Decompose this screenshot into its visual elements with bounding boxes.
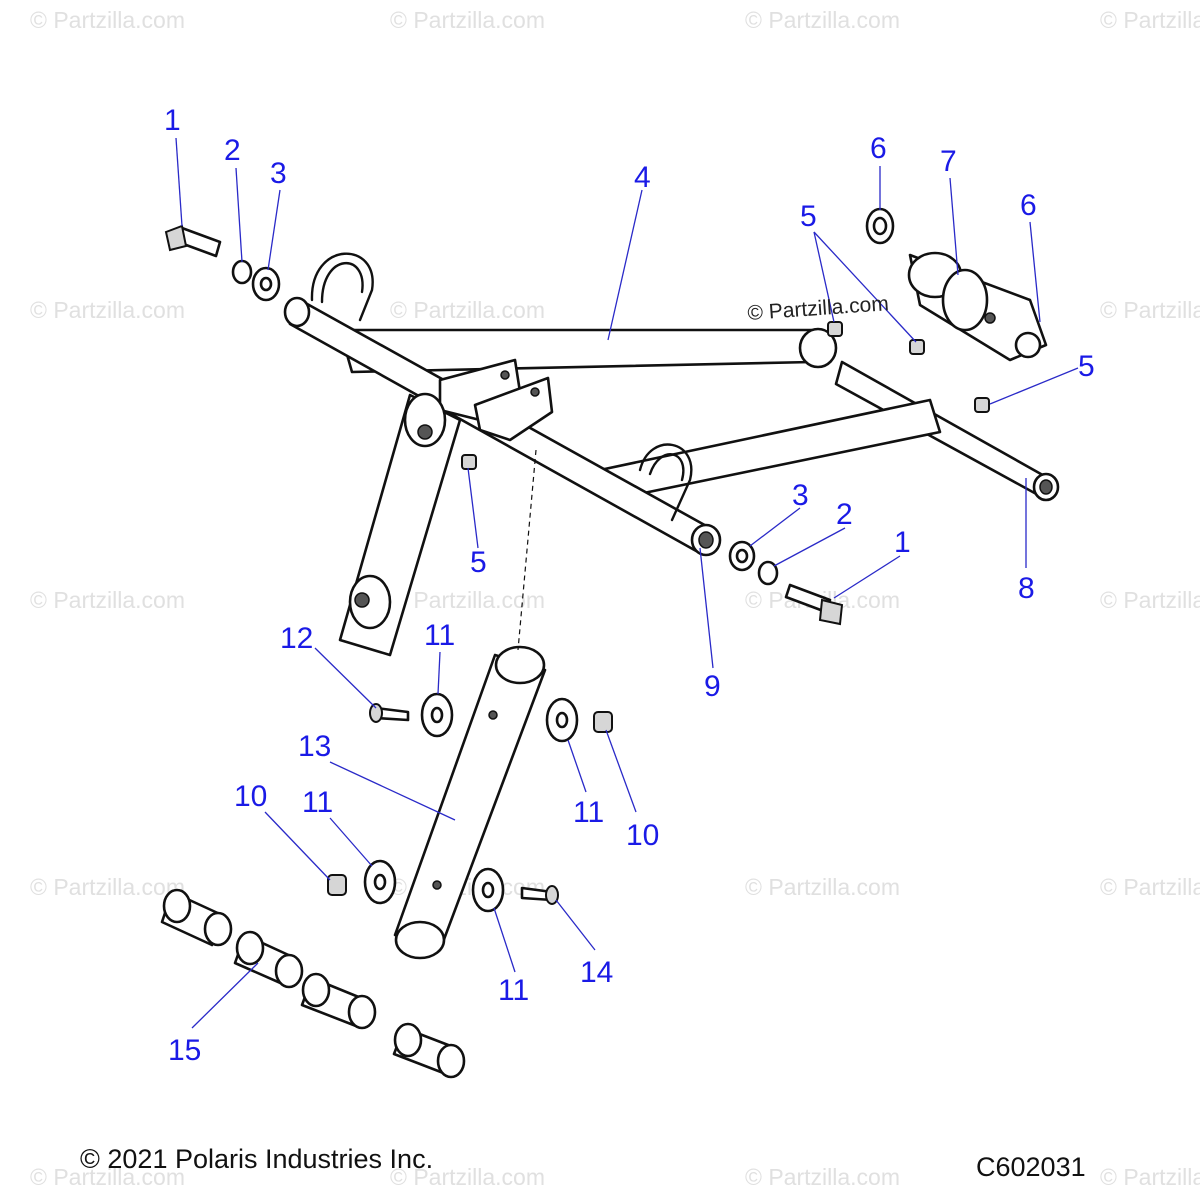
- sleeve-bushing: [160, 888, 233, 947]
- bushing-washer: [471, 867, 505, 913]
- watermark: © Partzilla.com: [390, 1164, 545, 1190]
- watermark: © Partzilla.com: [745, 7, 900, 33]
- watermark: © Partzilla.com: [1100, 874, 1200, 900]
- callout-2: 2: [836, 498, 853, 531]
- lock-washer-lower-right: [757, 560, 779, 586]
- grease-fitting: [909, 339, 925, 355]
- shock-mount-bracket: [438, 358, 554, 442]
- callout-3: 3: [270, 157, 287, 190]
- flat-washer-lower-right: [728, 540, 756, 572]
- callout-7: 7: [940, 145, 957, 178]
- watermark: © Partzilla.com: [390, 587, 545, 613]
- watermark: © Partzilla.com: [745, 874, 900, 900]
- callout-4: 4: [634, 161, 651, 194]
- callout-12: 12: [280, 622, 313, 655]
- sleeve-bushing: [392, 1022, 466, 1079]
- leader-lines: [175, 137, 1079, 1029]
- callout-11: 11: [498, 974, 529, 1007]
- callout-9: 9: [704, 670, 721, 703]
- callout-11: 11: [424, 619, 455, 652]
- callout-14: 14: [580, 956, 613, 989]
- sleeve-bushing: [300, 972, 377, 1030]
- flat-washer-upper-left: [251, 266, 281, 302]
- callout-6: 6: [1020, 189, 1037, 222]
- link-bolt-lower: [520, 885, 559, 905]
- callout-5: 5: [800, 200, 817, 233]
- callout-8: 8: [1018, 572, 1035, 605]
- pivot-bracket: [907, 251, 1048, 362]
- watermark: © Partzilla.com: [30, 1164, 185, 1190]
- callout-6: 6: [870, 132, 887, 165]
- bolt-upper-left: [164, 224, 222, 258]
- callout-5: 5: [470, 546, 487, 579]
- watermark: © Partzilla.com: [1100, 1164, 1200, 1190]
- lower-link: [393, 645, 547, 960]
- callout-5: 5: [1078, 350, 1095, 383]
- inline-watermark: © Partzilla.com: [747, 292, 890, 325]
- callout-3: 3: [792, 479, 809, 512]
- callout-labels: 1 2 3 4 5 6 7 6 5 5 3 2 1 8 9 12 11 13 1…: [164, 104, 1095, 1067]
- lock-nut: [327, 874, 347, 896]
- watermark: © Partzilla.com: [30, 7, 185, 33]
- callout-10: 10: [626, 819, 659, 852]
- grease-fitting: [461, 454, 477, 470]
- lock-washer-upper-left: [231, 259, 253, 285]
- watermark: © Partzilla.com: [390, 7, 545, 33]
- callout-15: 15: [168, 1034, 201, 1067]
- link-bolt-upper: [369, 703, 410, 723]
- watermark: © Partzilla.com: [30, 587, 185, 613]
- a-arm-upper-tube: [338, 327, 838, 374]
- callout-1: 1: [894, 526, 911, 559]
- pivot-tube-right: [598, 360, 1060, 502]
- watermark: © Partzilla.com: [390, 297, 545, 323]
- watermark: © Partzilla.com: [30, 874, 185, 900]
- alignment-line: [517, 449, 537, 651]
- callout-11: 11: [573, 796, 604, 829]
- copyright-notice: © 2021 Polaris Industries Inc.: [80, 1144, 433, 1174]
- watermark: © Partzilla.com: [1100, 7, 1200, 33]
- callout-11: 11: [302, 786, 333, 819]
- spacer-washer: [865, 207, 895, 245]
- callout-2: 2: [224, 134, 241, 167]
- watermark: © Partzilla.com: [1100, 297, 1200, 323]
- bolt-lower-right: [784, 583, 844, 626]
- bushing-washer: [363, 859, 397, 905]
- grease-fitting: [974, 397, 990, 413]
- watermark-grid: © Partzilla.com © Partzilla.com © Partzi…: [30, 7, 1200, 1190]
- bushing-washer: [420, 692, 454, 738]
- drawing-number: C602031: [976, 1152, 1086, 1182]
- callout-1: 1: [164, 104, 181, 137]
- callout-10: 10: [234, 780, 267, 813]
- upper-link-arm: [338, 392, 462, 657]
- grease-fitting: [827, 321, 843, 337]
- lock-nut: [593, 711, 613, 733]
- watermark: © Partzilla.com: [745, 1164, 900, 1190]
- callout-13: 13: [298, 730, 331, 763]
- watermark: © Partzilla.com: [30, 297, 185, 323]
- bushing-washer: [545, 697, 579, 743]
- sleeve-bushing: [233, 930, 304, 989]
- watermark: © Partzilla.com: [1100, 587, 1200, 613]
